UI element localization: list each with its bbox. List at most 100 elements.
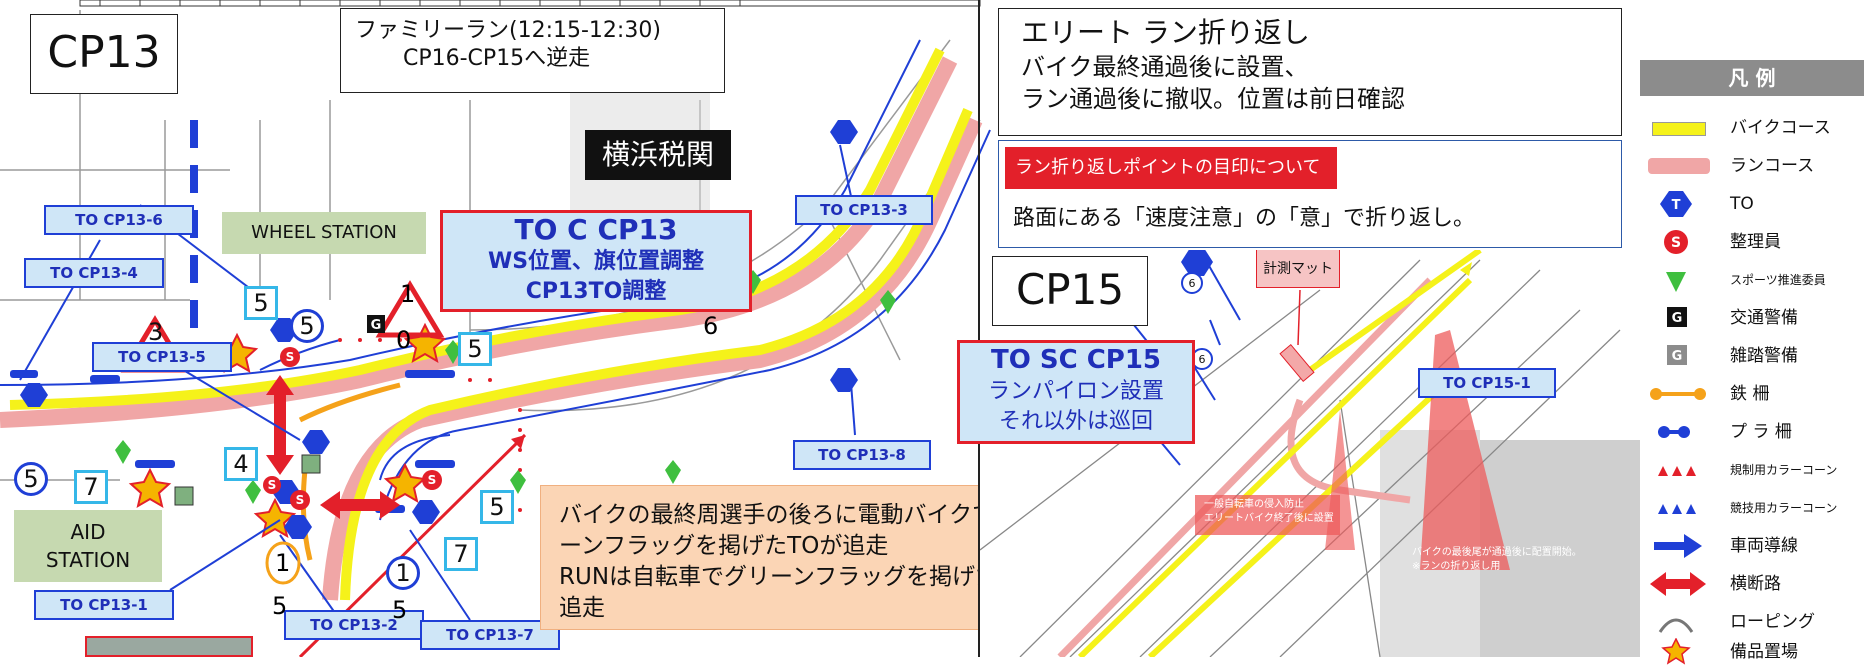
elite-line3: ラン通過後に撤収。位置は前日確認 [1021,85,1405,113]
customs-label: 横浜税関 [585,130,731,180]
map-number: 6 [703,312,719,340]
g-black-icon: G [1648,304,1708,332]
svg-text:G: G [1672,311,1683,326]
legend-item-crowd-guard: G 雑踏警備 [1640,338,1862,376]
legend-item-sports-committee: スポーツ推進委員 [1640,262,1862,300]
svg-text:S: S [286,350,295,364]
mat-label: 計測マット [1256,250,1340,288]
legend-label: プ ラ 柵 [1730,422,1792,442]
legend-item-traffic-guard: G 交通警備 [1640,300,1862,338]
legend-item-roping: ローピング [1640,604,1862,642]
to-cp13-8-label: TO CP13-8 [793,440,931,470]
to-cp15-1-label: TO CP15-1 [1418,368,1556,398]
map-number: 0 [396,326,412,354]
legend-item-regulation-cones: 規制用カラーコーン [1640,452,1862,490]
to-c-cp13-line2: WS位置、旗位置調整 [487,249,705,274]
green-diamond-icon [1648,266,1708,294]
svg-text:S: S [268,478,277,492]
map-number: 1 [400,280,416,308]
cp15-circle-number: 6 [1189,277,1196,290]
map-number: 5 [272,592,288,620]
legend-label: 備品置場 [1730,642,1798,662]
legend-label: 交通警備 [1730,308,1798,328]
legend-label: TO [1730,194,1754,214]
family-run-line2: CP16-CP15へ逆走 [403,46,591,71]
cp13-map: S S S S G CP13 ファミリーラン(12:15-12:30) CP16-CP… [0,0,1078,657]
cp15-circle-number: 6 [1199,353,1206,366]
elite-turnaround-box: エリート ラン折り返し バイク最終通過後に設置、 ラン通過後に撤収。位置は前日確… [998,8,1622,136]
legend-label: 鉄 柵 [1730,384,1770,404]
pink-line-swatch-icon [1648,152,1710,180]
legend-label: 競技用カラーコーン [1730,501,1838,515]
red-cones-icon [1648,456,1708,484]
legend-item-iron-fence: 鉄 柵 [1640,376,1862,414]
svg-text:G: G [371,318,382,333]
legend-label: 横断路 [1730,574,1781,594]
roping-icon [1648,608,1708,636]
legend-panel: 凡 例 バイクコース ランコース T TO S 整理員 スポーツ推進委員 G 交… [1640,60,1864,665]
wheel-station-label: WHEEL STATION [222,212,426,254]
to-cp13-2-label: TO CP13-2 [284,610,424,640]
legend-item-bike-course: バイクコース [1640,110,1862,148]
cp13-title: CP13 [30,14,178,94]
svg-text:S: S [296,493,305,507]
legend-label: 車両導線 [1730,536,1798,556]
elite-marker-box: ラン折り返しポイントの目印について 路面にある「速度注意」の「意」で折り返し。 [998,140,1622,248]
staff-count-badge: 7 [444,537,478,571]
to-cp13-7-label: TO CP13-7 [420,620,560,650]
staff-count-badge: 5 [480,490,514,524]
staff-count-badge: 4 [224,447,258,481]
legend-label: ランコース [1730,156,1815,176]
station-number-circle: 1 [386,556,420,590]
legend-item-supply-storage: 備品置場 [1640,634,1862,672]
legend-item-vehicle-route: 車両導線 [1640,528,1862,566]
map-number: 1 [275,549,291,577]
legend-label: バイクコース [1730,118,1831,138]
svg-text:G: G [1672,349,1683,364]
cp15-red-note-1: バイクの最後尾が通過後に配置開始。 ※ランの折り返し用 [1412,547,1582,572]
divider [978,0,980,657]
blue-cones-icon [1648,494,1708,522]
legend-label: 規制用カラーコーン [1730,463,1838,477]
legend-label: 雑踏警備 [1730,346,1798,366]
station-number-circle: 5 [14,462,48,496]
star-icon [1648,637,1708,666]
station-number-circle: 5 [290,309,324,343]
site-photo [85,636,253,657]
legend-item-marshal: S 整理員 [1640,224,1862,262]
to-c-cp13-box: TO C CP13 WS位置、旗位置調整 CP13TO調整 [440,210,752,312]
elite-subhead: ラン折り返しポイントの目印について [1005,147,1337,189]
legend-item-crossing: 横断路 [1640,566,1862,604]
to-cp13-1-label: TO CP13-1 [34,590,174,620]
to-cp13-4-label: TO CP13-4 [24,258,164,288]
family-run-line1: ファミリーラン(12:15-12:30) [355,18,661,43]
to-hexagon-icon: T [1648,190,1708,218]
to-sc-cp15-line2: ランパイロン設置 [987,379,1164,404]
legend-label: スポーツ推進委員 [1730,273,1826,287]
blue-arrow-icon [1648,532,1708,560]
staff-count-badge: 5 [244,286,278,320]
cp15-red-note-2: 一般自転車の侵入防止 エリートバイク終了後に設置 [1204,499,1334,524]
to-cp13-3-label: TO CP13-3 [795,195,933,225]
legend-item-to: T TO [1640,186,1862,224]
staff-count-badge: 5 [458,332,492,366]
elite-line2: バイク最終通過後に設置、 [1021,53,1309,81]
svg-text:S: S [428,473,437,487]
svg-text:T: T [1672,198,1681,213]
svg-text:S: S [1671,235,1681,251]
legend-label: 整理員 [1730,232,1781,252]
to-cp13-5-label: TO CP13-5 [92,342,232,372]
legend-item-run-course: ランコース [1640,148,1862,186]
staff-count-badge: 7 [74,470,108,504]
legend-item-race-cones: 競技用カラーコーン [1640,490,1862,528]
to-c-cp13-line3: CP13TO調整 [525,279,667,304]
to-sc-cp15-box: TO SC CP15 ランパイロン設置 それ以外は巡回 [957,340,1195,444]
to-cp13-6-label: TO CP13-6 [44,205,194,235]
legend-item-plastic-fence: プ ラ 柵 [1640,414,1862,452]
legend-title: 凡 例 [1640,60,1864,96]
elite-subtext: 路面にある「速度注意」の「意」で折り返し。 [1013,206,1476,231]
yellow-line-swatch-icon [1648,114,1708,142]
to-sc-cp15-line3: それ以外は巡回 [998,409,1153,434]
plastic-fence-icon [1648,418,1708,446]
to-c-cp13-title: TO C CP13 [514,213,678,246]
